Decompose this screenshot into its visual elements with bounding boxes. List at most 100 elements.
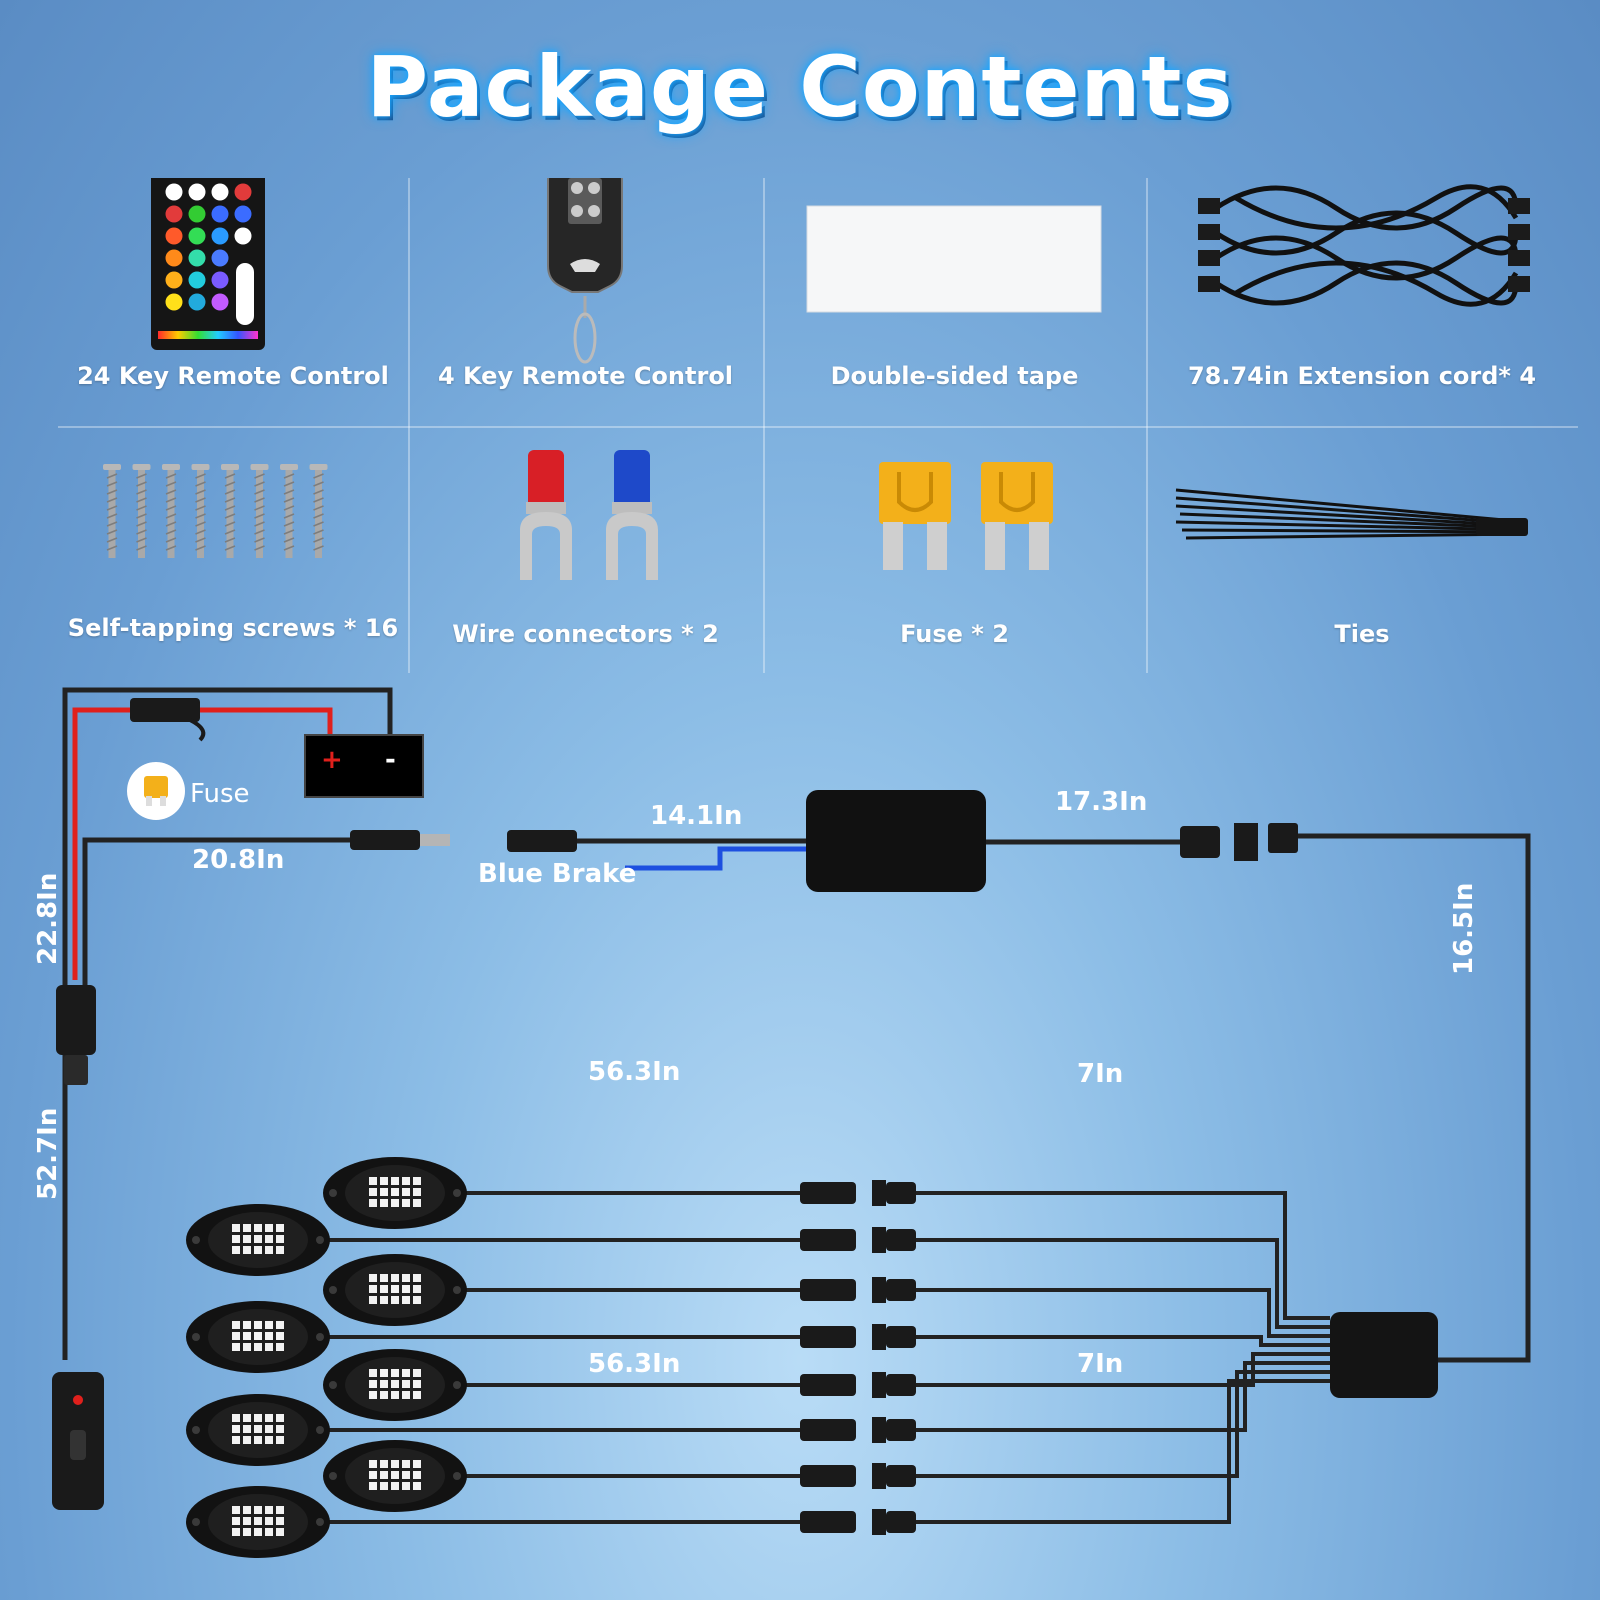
blue-brake-wire	[625, 846, 810, 871]
dim-pod-cable-top: 56.3In	[588, 1057, 680, 1087]
output-plug	[1180, 826, 1220, 858]
remote-key	[188, 293, 206, 311]
grid-divider	[408, 178, 410, 673]
screws-icon	[103, 464, 328, 558]
battery	[304, 734, 424, 798]
blue-brake-label: Blue Brake	[478, 859, 636, 889]
extension-cord-icon	[1198, 184, 1530, 307]
item-label: Ties	[1334, 620, 1390, 648]
switch-indicator	[73, 1395, 83, 1405]
pod-group	[186, 1157, 1330, 1558]
item-label: Double-sided tape	[830, 362, 1079, 390]
dim-pod-cable-bottom: 56.3In	[588, 1349, 680, 1379]
remote-key	[165, 271, 183, 289]
remote-key	[188, 205, 206, 223]
grid-divider	[58, 426, 1578, 428]
dc-plug-tip	[420, 834, 450, 846]
item-extension-cord: 78.74in Extension cord* 4	[1146, 178, 1578, 426]
fuse-icon	[879, 462, 1053, 570]
item-ties: Ties	[1146, 430, 1578, 675]
pod-connector-female	[872, 1417, 886, 1443]
remote-key	[165, 293, 183, 311]
screw	[221, 464, 239, 470]
remote-key	[165, 227, 183, 245]
item-4-key-remote: 4 Key Remote Control	[408, 167, 763, 426]
keyfob-remote-icon	[547, 167, 623, 364]
pod-connector-male	[800, 1279, 856, 1301]
grid-divider	[1146, 178, 1148, 673]
pod-connector-male	[800, 1229, 856, 1251]
remote-key	[188, 183, 206, 201]
pod-connector-female	[872, 1372, 886, 1398]
pod-connector-female	[872, 1227, 886, 1253]
screw	[250, 464, 269, 470]
dim-right-vertical: 16.5In	[1449, 883, 1479, 975]
remote-key	[188, 227, 206, 245]
screw	[280, 464, 298, 470]
dim-power-vertical: 22.8In	[33, 873, 63, 965]
dc-socket	[507, 830, 577, 852]
dim-controller-out: 17.3In	[1055, 787, 1147, 817]
wire-connector-icon	[520, 450, 658, 580]
pod-connector-male	[800, 1465, 856, 1487]
item-wire-connectors: Wire connectors * 2	[408, 430, 763, 675]
pod-connector-male	[800, 1326, 856, 1348]
package-grid: 24 Key Remote Control 4 Key Remote Contr…	[58, 167, 1578, 678]
item-label: 4 Key Remote Control	[437, 362, 734, 390]
screw	[162, 464, 180, 470]
pod-connector-female	[872, 1463, 886, 1489]
fuse-icon	[144, 776, 168, 798]
item-double-sided-tape: Double-sided tape	[763, 178, 1146, 426]
controller-box	[806, 790, 986, 892]
power-wire-red	[72, 707, 333, 980]
pod-connector-female	[872, 1509, 886, 1535]
dim-brake-cable: 14.1In	[650, 801, 742, 831]
screw	[191, 464, 210, 470]
inline-fuse-holder	[130, 698, 200, 722]
splitter-hub	[1330, 1312, 1438, 1398]
remote-key	[211, 293, 229, 311]
screw	[132, 464, 151, 470]
fuse-label: Fuse	[190, 779, 250, 809]
item-24-key-remote: 24 Key Remote Control	[58, 168, 408, 426]
item-label: 78.74in Extension cord* 4	[1187, 362, 1537, 390]
remote-key	[234, 183, 252, 201]
remote-key	[234, 227, 252, 245]
item-label: Wire connectors * 2	[452, 620, 719, 648]
item-label: Fuse * 2	[900, 620, 1009, 648]
item-label: 24 Key Remote Control	[77, 362, 389, 390]
page-title: Package Contents	[366, 38, 1234, 136]
dc-cable	[82, 837, 360, 990]
remote-key	[211, 227, 229, 245]
remote-24-key-icon	[151, 168, 265, 350]
dim-dc-cable: 20.8In	[192, 845, 284, 875]
pod-connector-female	[872, 1324, 886, 1350]
battery-plus-label: +	[321, 745, 343, 775]
remote-key	[165, 249, 183, 267]
item-screws: Self-tapping screws * 16	[58, 430, 408, 675]
remote-key	[165, 205, 183, 223]
pod-connector-male	[800, 1511, 856, 1533]
pod-connector-male	[800, 1374, 856, 1396]
tape-icon	[806, 205, 1102, 313]
remote-key	[211, 183, 229, 201]
switch-toggle[interactable]	[70, 1430, 86, 1460]
pod-connector-female	[872, 1180, 886, 1206]
screw	[309, 464, 328, 470]
pod-connector-male	[800, 1419, 856, 1441]
hub-feed-cable	[1298, 833, 1531, 1363]
pod-connector-male	[800, 1182, 856, 1204]
remote-key	[188, 271, 206, 289]
remote-key	[234, 205, 252, 223]
dim-switch-vertical: 52.7In	[33, 1108, 63, 1200]
remote-key	[188, 249, 206, 267]
pod-connector-female	[872, 1277, 886, 1303]
dc-plug	[350, 830, 420, 850]
dim-hub-cable-top: 7In	[1077, 1059, 1123, 1089]
battery-minus-label: -	[385, 745, 396, 775]
remote-key	[165, 183, 183, 201]
hub-input-socket	[1268, 823, 1298, 853]
remote-key	[211, 271, 229, 289]
item-fuses: Fuse * 2	[763, 430, 1146, 675]
